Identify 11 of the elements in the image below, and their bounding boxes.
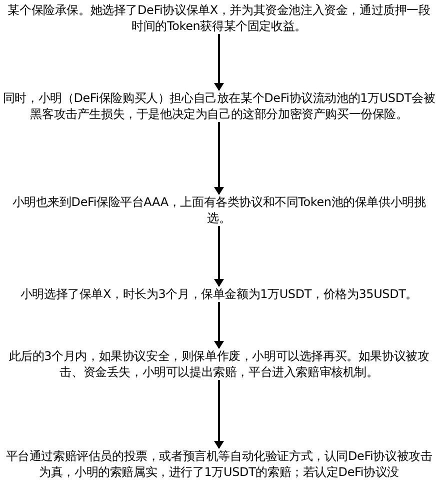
step-text: 某个保险承保。她选择了DeFi协议保单X，并为其资金池注入资金，通过质押一段时间的Token获得某个固定收益。: [6, 2, 432, 34]
step-text: 此后的3个月内，如果协议安全，则保单作废，小明可以选择再买。如果协议被攻击、资金丢失，小明可以提出索赔，平台进入索赔审核机制。: [8, 348, 430, 380]
step-text: 同时，小明（DeFi保险购买人）担心自己放在某个DeFi协议流动池的1万USDT会被黑客攻击产生损失，于是他决定为自己的这部分加密资产购买一份保险。: [2, 90, 436, 122]
step-text: 平台通过索赔评估员的投票，或者预言机等自动化验证方式，认同DeFi协议被攻击为真，小明的索赔属实，进行了1万USDT的索赔；若认定DeFi协议没: [4, 448, 434, 480]
step-text: 小明选择了保单X，时长为3个月，保单金额为1万USDT，价格为35USDT。: [19, 286, 419, 302]
step-text: 小明也来到DeFi保险平台AAA，上面有各类协议和不同Token池的保单供小明挑选。: [11, 194, 427, 226]
arrow: [214, 122, 224, 195]
arrow: [214, 226, 224, 287]
arrow: [214, 380, 224, 449]
arrow: [214, 34, 224, 91]
arrow: [214, 302, 224, 349]
